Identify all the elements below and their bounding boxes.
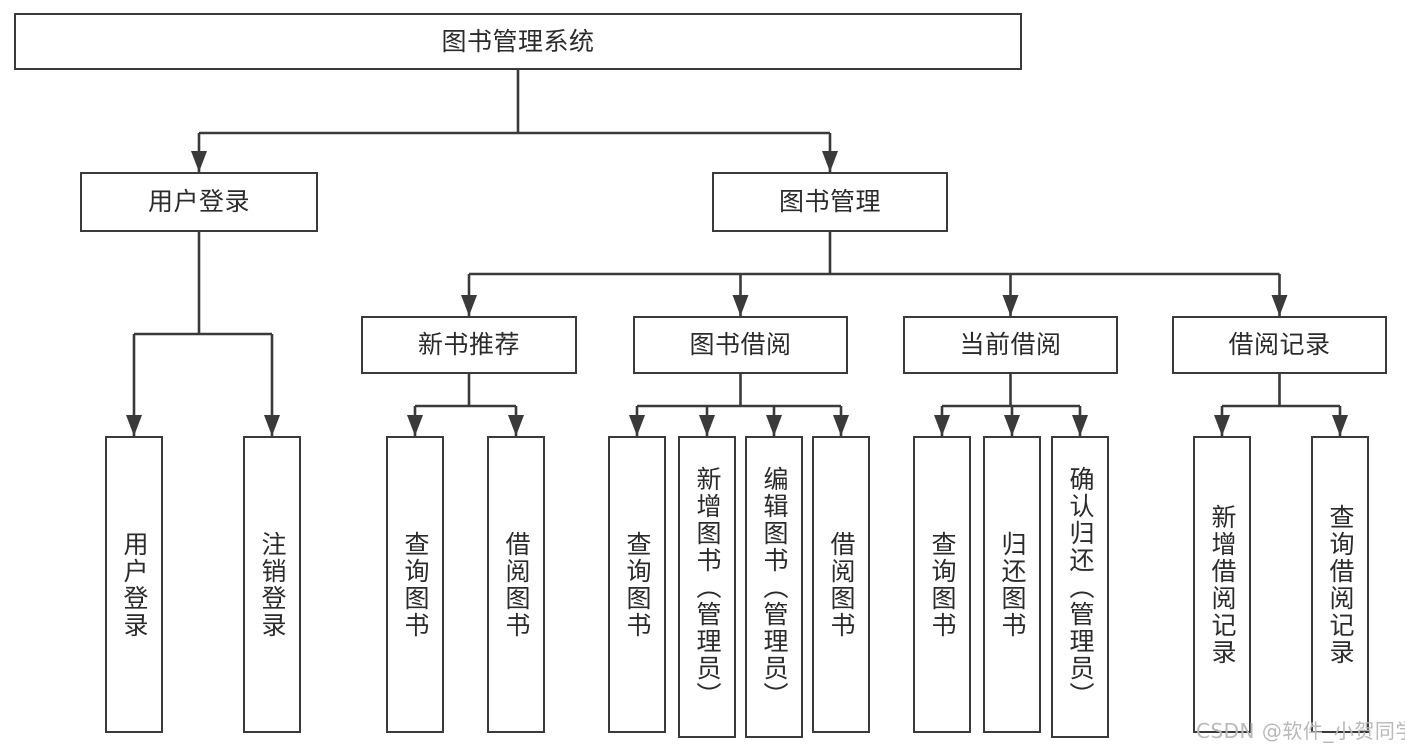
node-leaf-query-book-1[interactable]: 查询图书 [386, 436, 444, 733]
node-borrow-record[interactable]: 借阅记录 [1172, 316, 1387, 374]
node-label: 查询图书 [401, 530, 430, 639]
node-leaf-borrow-book-2[interactable]: 借阅图书 [812, 436, 870, 733]
arrowhead-icon [126, 415, 142, 436]
node-label: 新书推荐 [417, 330, 520, 360]
arrowhead-icon [191, 151, 207, 172]
arrowhead-icon [1332, 415, 1348, 436]
arrowhead-icon [822, 151, 838, 172]
arrowhead-icon [1004, 415, 1020, 436]
node-leaf-edit-book[interactable]: 编辑图书（管理员） [745, 436, 803, 738]
node-root[interactable]: 图书管理系统 [14, 13, 1022, 70]
node-label: 查询图书 [928, 530, 957, 639]
node-leaf-return-book[interactable]: 归还图书 [983, 436, 1041, 733]
arrowhead-icon [766, 415, 782, 436]
node-label: 用户登录 [147, 187, 250, 217]
node-label: 查询借阅记录 [1326, 503, 1355, 666]
arrowhead-icon [833, 415, 849, 436]
node-label: 归还图书 [998, 530, 1027, 639]
node-label: 编辑图书（管理员） [760, 465, 789, 709]
node-book-borrow[interactable]: 图书借阅 [633, 316, 848, 374]
arrowhead-icon [732, 295, 749, 316]
node-leaf-query-record[interactable]: 查询借阅记录 [1311, 436, 1369, 733]
arrowhead-icon [1002, 295, 1019, 316]
node-label: 借阅图书 [827, 530, 856, 639]
csdn-watermark: CSDN @软件_小贺同学 [1196, 719, 1405, 743]
arrowhead-icon [1271, 295, 1288, 316]
edge-layer [132, 70, 1342, 436]
node-user-login[interactable]: 用户登录 [80, 172, 318, 232]
node-label: 图书管理系统 [441, 26, 595, 56]
node-leaf-query-book-3[interactable]: 查询图书 [913, 436, 971, 733]
arrowhead-icon [1214, 415, 1230, 436]
node-current-borrow[interactable]: 当前借阅 [903, 316, 1118, 374]
node-new-book-rec[interactable]: 新书推荐 [361, 316, 577, 374]
node-label: 注销登录 [258, 530, 287, 639]
arrowhead-icon [264, 415, 280, 436]
arrowhead-icon [508, 415, 524, 436]
node-leaf-user-login[interactable]: 用户登录 [105, 436, 163, 733]
node-leaf-query-book-2[interactable]: 查询图书 [608, 436, 666, 733]
node-label: 查询图书 [623, 530, 652, 639]
node-book-manage[interactable]: 图书管理 [712, 172, 948, 232]
node-label: 图书管理 [778, 187, 881, 217]
node-label: 新增图书（管理员） [693, 465, 722, 709]
arrowhead-icon [629, 415, 645, 436]
node-leaf-add-book[interactable]: 新增图书（管理员） [678, 436, 736, 738]
node-label: 借阅图书 [502, 530, 531, 639]
node-leaf-confirm-return[interactable]: 确认归还（管理员） [1051, 436, 1109, 738]
node-label: 当前借阅 [959, 330, 1062, 360]
node-label: 新增借阅记录 [1208, 503, 1237, 666]
node-label: 图书借阅 [689, 330, 792, 360]
arrowhead-icon [934, 415, 950, 436]
arrowhead-icon [699, 415, 715, 436]
arrowhead-icon [461, 295, 477, 316]
arrowhead-icon [1072, 415, 1088, 436]
arrowhead-icon [407, 415, 423, 436]
node-leaf-borrow-book-1[interactable]: 借阅图书 [487, 436, 545, 733]
node-label: 用户登录 [120, 530, 149, 639]
node-label: 借阅记录 [1228, 330, 1331, 360]
node-leaf-add-record[interactable]: 新增借阅记录 [1193, 436, 1251, 733]
node-leaf-logout[interactable]: 注销登录 [243, 436, 301, 733]
node-label: 确认归还（管理员） [1066, 465, 1095, 709]
